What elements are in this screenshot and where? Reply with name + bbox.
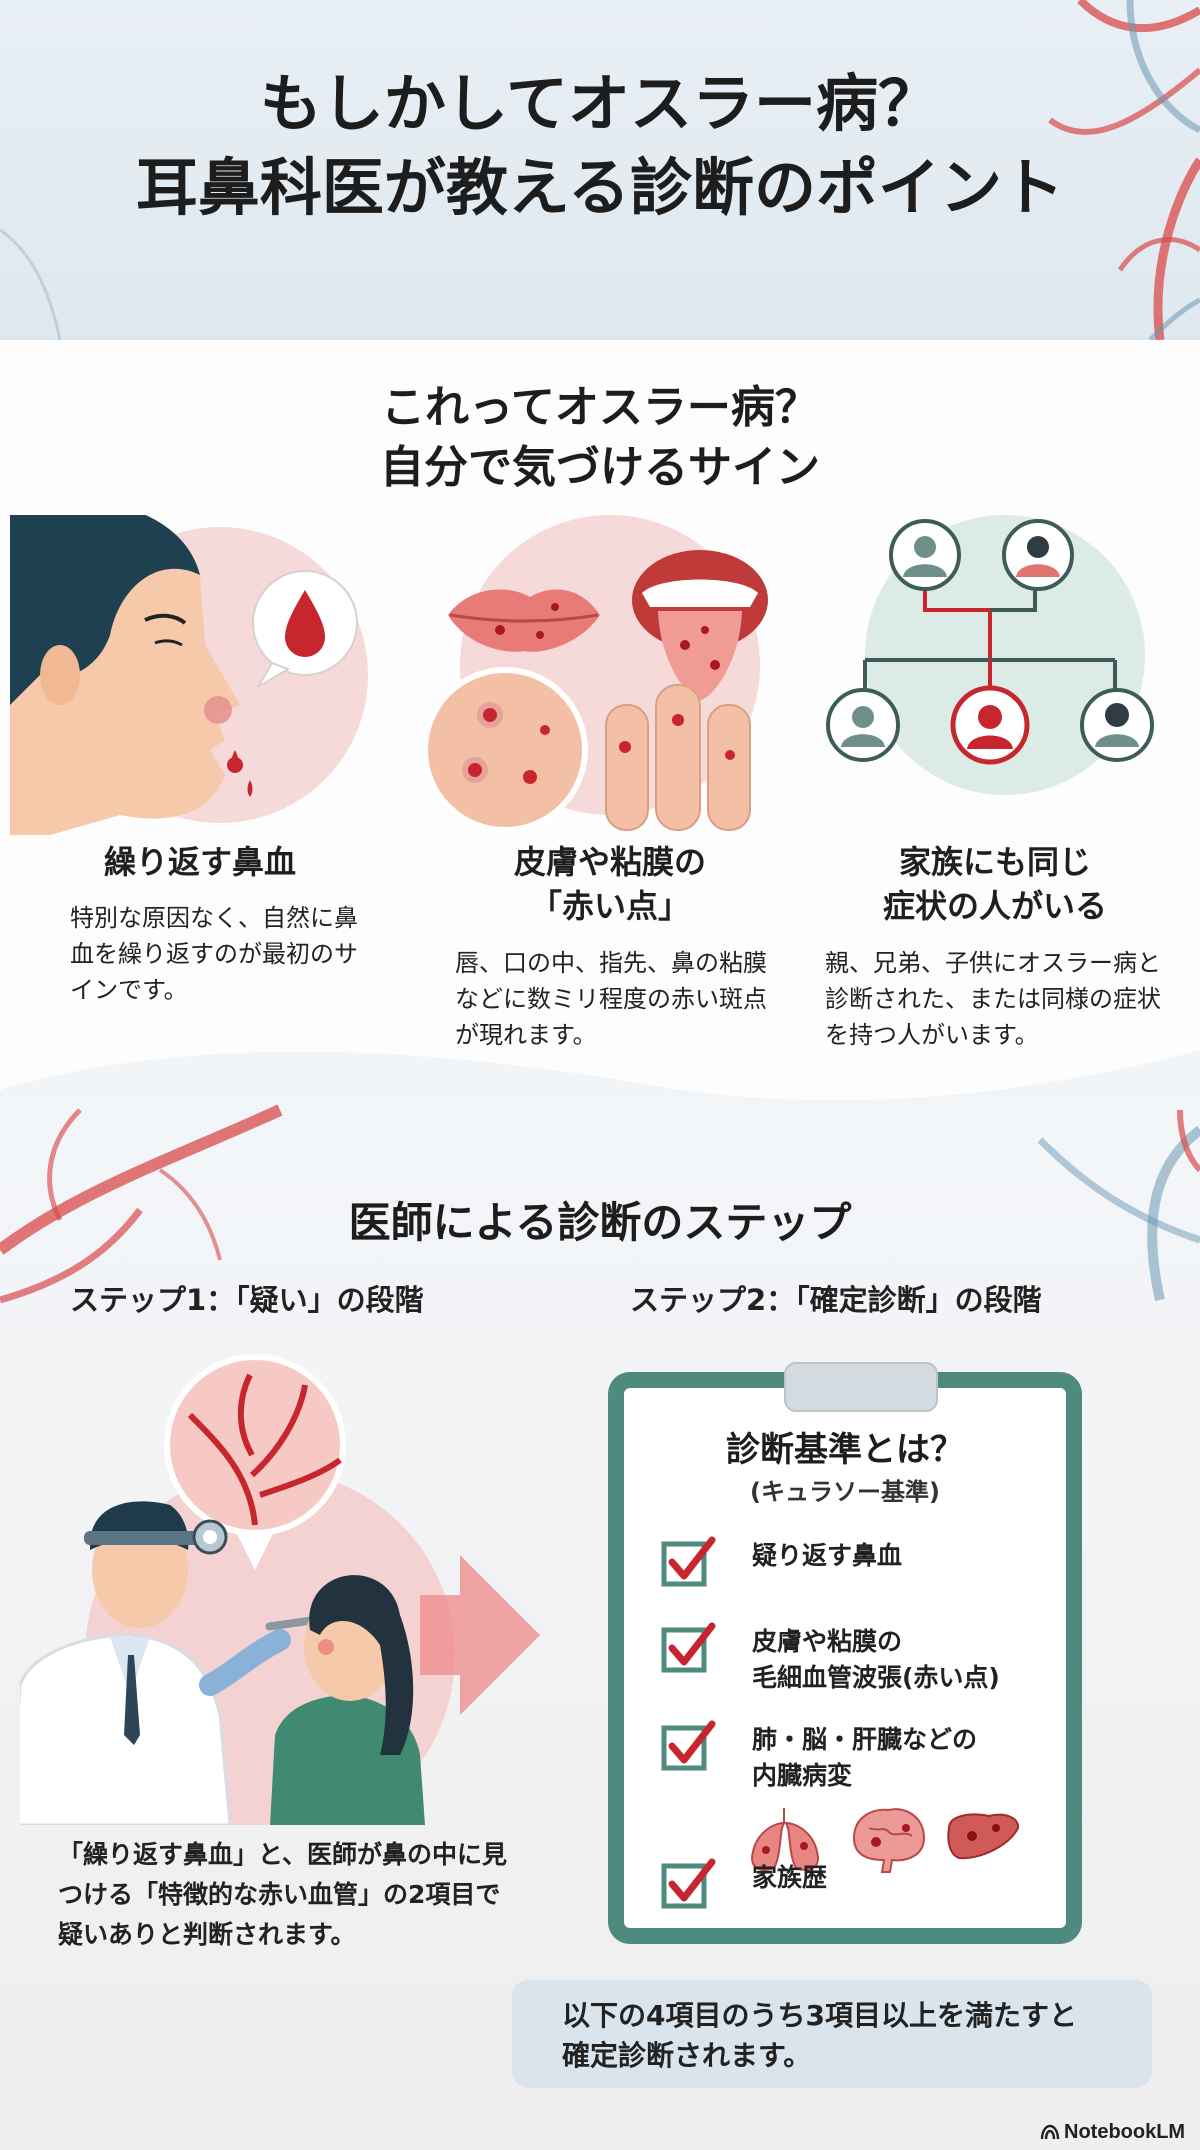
criteria-note-box: 以下の4項目のうち3項目以上を満たすと 確定診断されます。	[512, 1980, 1152, 2088]
diagnosis-title: 医師による診断のステップ	[348, 1198, 852, 1247]
criteria-title: 診断基準とは？	[726, 1430, 964, 1470]
red-spots-icon	[422, 515, 768, 833]
sign-card-nosebleed: 繰り返す鼻血 特別な原因なく、自然に鼻血を繰り返すのが最初のサインです。	[10, 515, 390, 1075]
diagnosis-section: 医師による診断のステップ ステップ1：「疑い」の段階 ステップ2：「確定診断」の…	[0, 1100, 1200, 2150]
sign-heading-1: 繰り返す鼻血	[10, 840, 390, 884]
criteria-item: 家族歴	[660, 1856, 1060, 1926]
sign-heading-3-line1: 家族にも同じ	[898, 843, 1091, 881]
criteria-text: 肺・脳・肝臓などの 内臓病変	[752, 1722, 1062, 1794]
sign-heading-2-line2: 「赤い点」	[529, 887, 690, 925]
criteria-text: 家族歴	[752, 1860, 1062, 1896]
criteria-note-line2: 確定診断されます。	[562, 2039, 812, 2072]
sign-heading-3-line2: 症状の人がいる	[882, 887, 1107, 925]
page-title-line1: もしかしてオスラー病？	[259, 67, 941, 140]
organs-icon	[750, 1808, 1020, 1873]
criteria-item: 皮膚や粘膜の 毛細血管波張(赤い点)	[660, 1620, 1060, 1692]
sign-card-red-spots: 皮膚や粘膜の 「赤い点」 唇、口の中、指先、鼻の粘膜などに数ミリ程度の赤い斑点が…	[420, 515, 800, 1075]
signs-title: これってオスラー病？ 自分で気づけるサイン	[0, 378, 1200, 498]
notebooklm-logo-icon	[1040, 2124, 1060, 2140]
checkbox-checked-icon	[661, 1858, 716, 1909]
criteria-text: 疑り返す鼻血	[752, 1538, 1062, 1574]
signs-title-line1: これってオスラー病？	[381, 382, 819, 433]
criteria-text-line1: 疑り返す鼻血	[752, 1541, 903, 1570]
step1-label: ステップ1：「疑い」の段階	[70, 1283, 424, 1317]
signs-section: これってオスラー病？ 自分で気づけるサイン 繰り返す鼻血	[0, 340, 1200, 1120]
page-title-line2: 耳鼻科医が教える診断のポイント	[135, 151, 1065, 224]
criteria-text-line1: 皮膚や粘膜の	[752, 1627, 903, 1656]
brand-name: NotebookLM	[1064, 2121, 1186, 2143]
criteria-clipboard: 診断基準とは？ (キュラソー基準) 疑り返す鼻血	[608, 1362, 1082, 1944]
sign-heading-1-line1: 繰り返す鼻血	[103, 843, 296, 881]
vein-decoration-right-icon	[1037, 1109, 1200, 1302]
criteria-subtitle: (キュラソー基準)	[750, 1478, 940, 1506]
sign-body-1: 特別な原因なく、自然に鼻血を繰り返すのが最初のサインです。	[70, 904, 358, 1004]
criteria-note-line1: 以下の4項目のうち3項目以上を満たすと	[562, 1999, 1077, 2032]
sign-card-family: 家族にも同じ 症状の人がいる 親、兄弟、子供にオスラー病と診断された、または同様…	[805, 515, 1185, 1075]
checkbox-checked-icon	[661, 1720, 716, 1771]
header-banner: もしかしてオスラー病？ 耳鼻科医が教える診断のポイント	[0, 0, 1200, 340]
sign-body-3: 親、兄弟、子供にオスラー病と診断された、または同様の症状を持つ人がいます。	[825, 949, 1161, 1049]
vein-decoration-left-icon	[0, 228, 62, 340]
step2-label: ステップ2：「確定診断」の段階	[630, 1283, 1042, 1317]
vein-decoration-icon	[1048, 0, 1200, 340]
criteria-item: 疑り返す鼻血	[660, 1534, 1060, 1604]
criteria-paper: 診断基準とは？ (キュラソー基準) 疑り返す鼻血	[624, 1362, 1066, 1928]
criteria-text-line2: 毛細血管波張(赤い点)	[752, 1663, 1000, 1692]
checkbox-checked-icon	[661, 1536, 716, 1587]
criteria-text-line1: 家族歴	[752, 1863, 828, 1892]
clipboard-clip-icon	[784, 1362, 938, 1412]
criteria-text: 皮膚や粘膜の 毛細血管波張(赤い点)	[752, 1624, 1062, 1696]
vein-decoration-left-icon	[0, 1104, 283, 1304]
brand-watermark: NotebookLM	[1040, 2120, 1190, 2144]
sign-body-2: 唇、口の中、指先、鼻の粘膜などに数ミリ程度の赤い斑点が現れます。	[455, 949, 767, 1049]
criteria-note: 以下の4項目のうち3項目以上を満たすと 確定診断されます。	[562, 1996, 1122, 2076]
checkbox-checked-icon	[661, 1622, 716, 1673]
criteria-text-line2: 内臓病変	[752, 1761, 853, 1790]
sign-heading-2-line1: 皮膚や粘膜の	[513, 843, 706, 881]
page-title: もしかしてオスラー病？ 耳鼻科医が教える診断のポイント	[0, 62, 1200, 230]
sign-heading-3: 家族にも同じ 症状の人がいる	[805, 840, 1185, 928]
signs-title-line2: 自分で気づけるサイン	[380, 442, 820, 493]
step1-description: 「繰り返す鼻血」と、医師が鼻の中に見つける「特徴的な赤い血管」の2項目で疑いあり…	[58, 1840, 508, 1949]
criteria-text-line1: 肺・脳・肝臓などの	[752, 1725, 978, 1754]
criteria-item: 肺・脳・肝臓などの 内臓病変	[660, 1718, 1060, 1790]
nosebleed-icon	[10, 515, 368, 835]
sign-heading-2: 皮膚や粘膜の 「赤い点」	[420, 840, 800, 928]
family-tree-icon	[826, 515, 1154, 795]
doctor-examination-icon	[20, 1355, 540, 1825]
